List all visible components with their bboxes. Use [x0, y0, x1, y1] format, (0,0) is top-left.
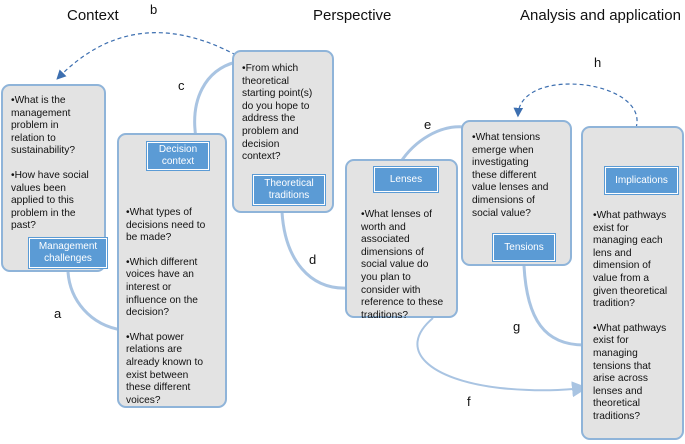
- connector-label-g: g: [513, 319, 521, 334]
- connector-h: [513, 83, 638, 129]
- connector-label-c: c: [178, 78, 185, 93]
- lenses-questions: •What lenses of worth and associated dim…: [361, 209, 444, 321]
- connector-b: [56, 32, 237, 80]
- connector-label-f: f: [467, 394, 471, 409]
- connector-g: [522, 265, 585, 347]
- theoretical-questions: •From which theoretical starting point(s…: [242, 63, 313, 163]
- connector-label-e: e: [424, 117, 432, 132]
- column-heading-context: Context: [67, 7, 119, 24]
- connector-label-b: b: [150, 2, 158, 17]
- tag-implications: Implications: [605, 167, 678, 194]
- card-decision-context: •What types of decisions need to be made…: [117, 133, 227, 408]
- connector-a: [66, 271, 123, 332]
- connector-label-h: h: [594, 55, 602, 70]
- tag-theoretical-traditions: Theoretical traditions: [253, 175, 325, 205]
- tag-management-challenges: Management challenges: [29, 238, 107, 268]
- connector-c: [193, 60, 237, 139]
- tag-lenses: Lenses: [374, 167, 438, 192]
- tag-tensions: Tensions: [493, 234, 555, 261]
- connector-label-a: a: [54, 306, 62, 321]
- column-heading-analysis: Analysis and application: [520, 7, 681, 24]
- connector-e: [398, 125, 465, 164]
- connector-f: [416, 317, 588, 398]
- connector-d: [280, 211, 349, 290]
- tensions-questions: •What tensions emerge when investigating…: [472, 132, 549, 219]
- decision-questions: •What types of decisions need to be made…: [126, 207, 206, 406]
- column-heading-perspective: Perspective: [313, 7, 392, 24]
- connector-label-d: d: [309, 252, 317, 267]
- management-questions: •What is the management problem in relat…: [11, 95, 89, 232]
- tag-decision-context: Decision context: [147, 142, 209, 170]
- implications-questions: •What pathways exist for managing each l…: [593, 210, 668, 422]
